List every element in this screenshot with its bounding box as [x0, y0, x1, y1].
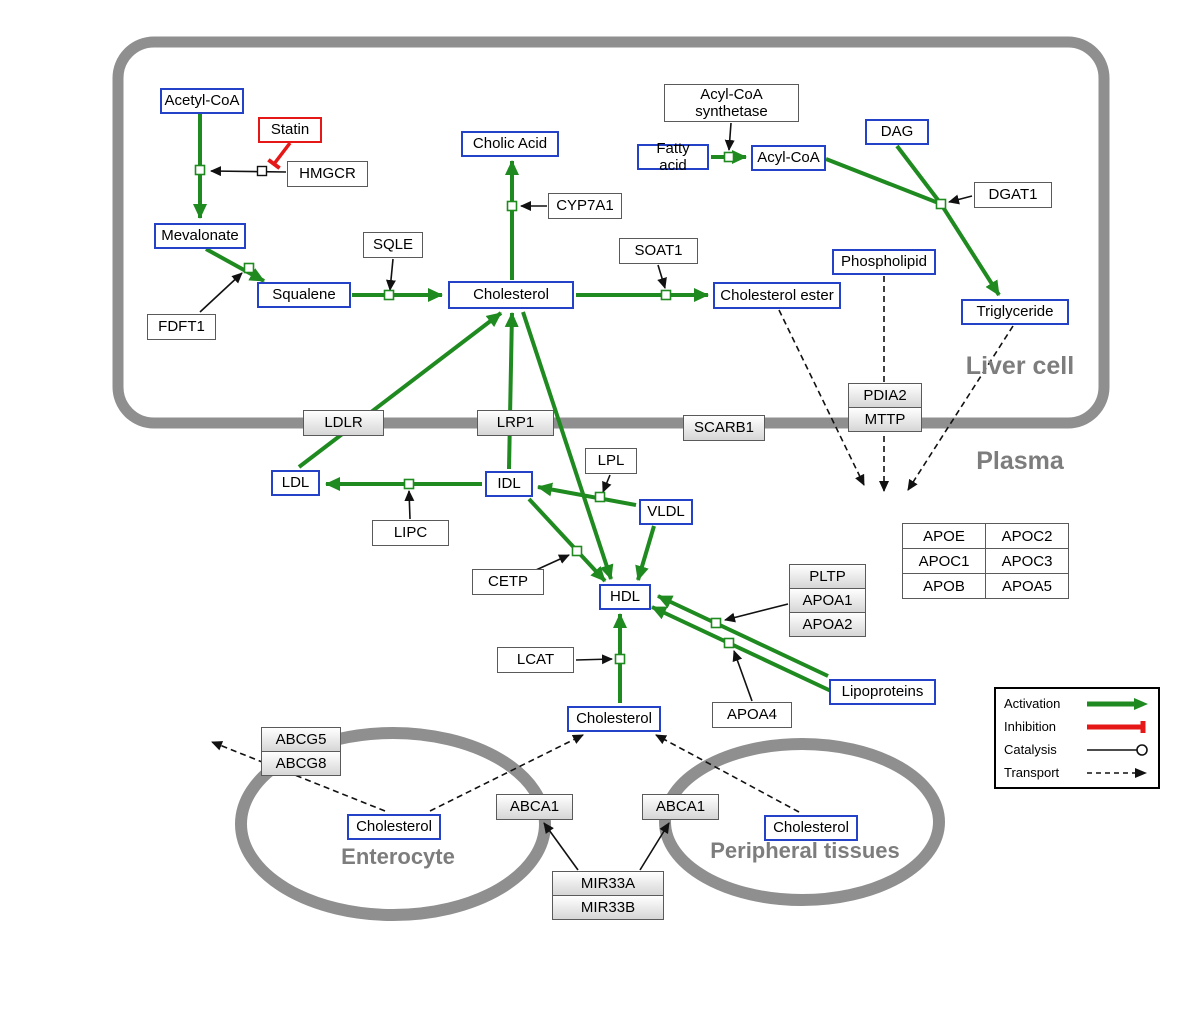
node-apoc3[interactable]: APOC3 — [985, 548, 1069, 574]
node-cholesterol-liver[interactable]: Cholesterol — [448, 281, 574, 309]
node-cholic-acid[interactable]: Cholic Acid — [461, 131, 559, 157]
legend-row-transport: Transport — [1004, 765, 1150, 781]
node-scarb1[interactable]: SCARB1 — [683, 415, 765, 441]
node-mir33b[interactable]: MIR33B — [552, 895, 664, 920]
enterocyte-label: Enterocyte — [341, 844, 455, 869]
node-idl[interactable]: IDL — [485, 471, 533, 497]
transport-edges — [211, 276, 1014, 813]
node-squalene[interactable]: Squalene — [257, 282, 351, 308]
node-abca1-peripheral[interactable]: ABCA1 — [642, 794, 719, 820]
node-fatty-acid[interactable]: Fatty acid — [637, 140, 709, 174]
legend: Activation Inhibition Catalysis Transpor… — [994, 687, 1160, 789]
node-cholesterol-ester[interactable]: Cholesterol ester — [713, 282, 841, 309]
node-triglyceride[interactable]: Triglyceride — [961, 299, 1069, 325]
node-vldl[interactable]: VLDL — [639, 499, 693, 525]
node-ldlr[interactable]: LDLR — [303, 410, 384, 436]
node-hmgcr[interactable]: HMGCR — [287, 161, 368, 187]
inhibition-edge — [267, 141, 292, 170]
transport-dashed-arrow-icon — [1087, 767, 1147, 778]
node-sqle[interactable]: SQLE — [363, 232, 423, 258]
legend-inhibition-label: Inhibition — [1004, 719, 1057, 734]
catalysis-edges — [199, 122, 973, 871]
node-acyl-coa-synthetase[interactable]: Acyl-CoA synthetase — [664, 84, 799, 122]
peripheral-tissues-membrane — [659, 738, 945, 906]
node-cholesterol-plasma[interactable]: Cholesterol — [567, 706, 661, 732]
node-statin[interactable]: Statin — [258, 117, 322, 143]
node-cetp[interactable]: CETP — [472, 569, 544, 595]
node-apoe[interactable]: APOE — [902, 523, 986, 549]
node-apoa2[interactable]: APOA2 — [789, 612, 866, 637]
node-lipoproteins[interactable]: Lipoproteins — [829, 679, 936, 705]
legend-transport-label: Transport — [1004, 765, 1060, 780]
catalysis-anchor-node — [256, 165, 268, 177]
node-pltp[interactable]: PLTP — [789, 564, 866, 589]
node-dgat1[interactable]: DGAT1 — [974, 182, 1052, 208]
activation-arrow-icon — [1087, 697, 1148, 710]
node-cholesterol-enterocyte[interactable]: Cholesterol — [347, 814, 441, 840]
node-abca1-enterocyte[interactable]: ABCA1 — [496, 794, 573, 820]
catalysis-circle-icon — [1087, 743, 1148, 756]
inhibition-tbar-icon — [1087, 720, 1146, 733]
node-mttp[interactable]: MTTP — [848, 407, 922, 432]
legend-activation-label: Activation — [1004, 696, 1061, 711]
activation-edges — [193, 114, 1001, 703]
node-apob[interactable]: APOB — [902, 573, 986, 599]
plasma-label: Plasma — [976, 447, 1064, 475]
node-phospholipid[interactable]: Phospholipid — [832, 249, 936, 275]
node-lpl[interactable]: LPL — [585, 448, 637, 474]
node-mevalonate[interactable]: Mevalonate — [154, 223, 246, 249]
legend-row-catalysis: Catalysis — [1004, 742, 1150, 758]
legend-row-inhibition: Inhibition — [1004, 719, 1150, 735]
peripheral-tissues-label: Peripheral tissues — [710, 838, 900, 863]
liver-cell-membrane — [112, 36, 1110, 429]
node-soat1[interactable]: SOAT1 — [619, 238, 698, 264]
node-mir33a[interactable]: MIR33A — [552, 871, 664, 896]
node-ldl[interactable]: LDL — [271, 470, 320, 496]
node-apoa5[interactable]: APOA5 — [985, 573, 1069, 599]
node-dag[interactable]: DAG — [865, 119, 929, 145]
node-acetyl-coa[interactable]: Acetyl-CoA — [160, 88, 244, 114]
node-apoc1[interactable]: APOC1 — [902, 548, 986, 574]
node-apoa1[interactable]: APOA1 — [789, 588, 866, 613]
node-lipc[interactable]: LIPC — [372, 520, 449, 546]
node-pdia2[interactable]: PDIA2 — [848, 383, 922, 408]
node-fdft1[interactable]: FDFT1 — [147, 314, 216, 340]
node-apoa4[interactable]: APOA4 — [712, 702, 792, 728]
node-cyp7a1[interactable]: CYP7A1 — [548, 193, 622, 219]
node-apoc2[interactable]: APOC2 — [985, 523, 1069, 549]
node-acyl-coa[interactable]: Acyl-CoA — [751, 145, 826, 171]
legend-row-activation: Activation — [1004, 696, 1150, 712]
node-abcg5[interactable]: ABCG5 — [261, 727, 341, 752]
node-lrp1[interactable]: LRP1 — [477, 410, 554, 436]
node-cholesterol-peripheral[interactable]: Cholesterol — [764, 815, 858, 841]
legend-catalysis-label: Catalysis — [1004, 742, 1057, 757]
liver-cell-label: Liver cell — [965, 352, 1075, 380]
node-abcg8[interactable]: ABCG8 — [261, 751, 341, 776]
reaction-anchor-nodes — [194, 151, 947, 665]
node-hdl[interactable]: HDL — [599, 584, 651, 610]
node-lcat[interactable]: LCAT — [497, 647, 574, 673]
apolipoprotein-table: APOE APOC2 APOC1 APOC3 APOB APOA5 — [902, 523, 1069, 599]
